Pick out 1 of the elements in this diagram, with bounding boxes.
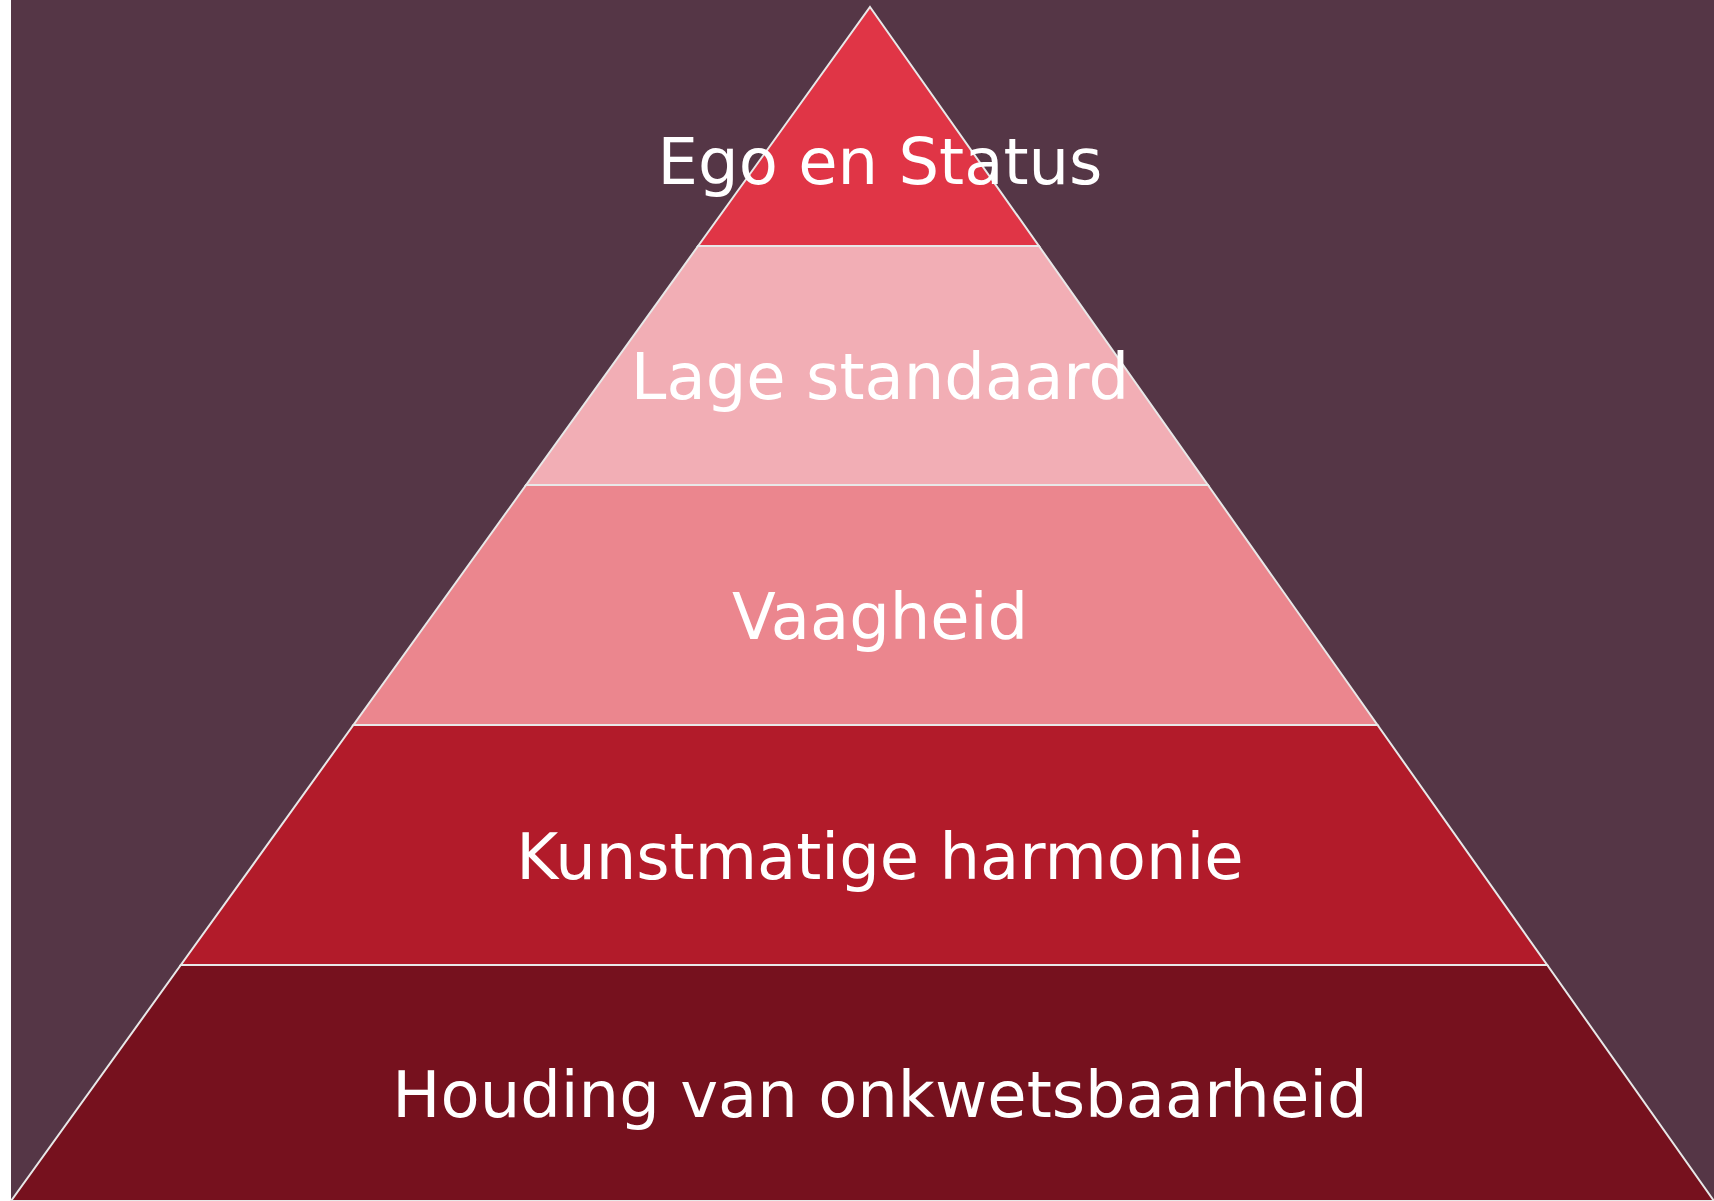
tier-label: Lage standaard: [630, 345, 1130, 410]
